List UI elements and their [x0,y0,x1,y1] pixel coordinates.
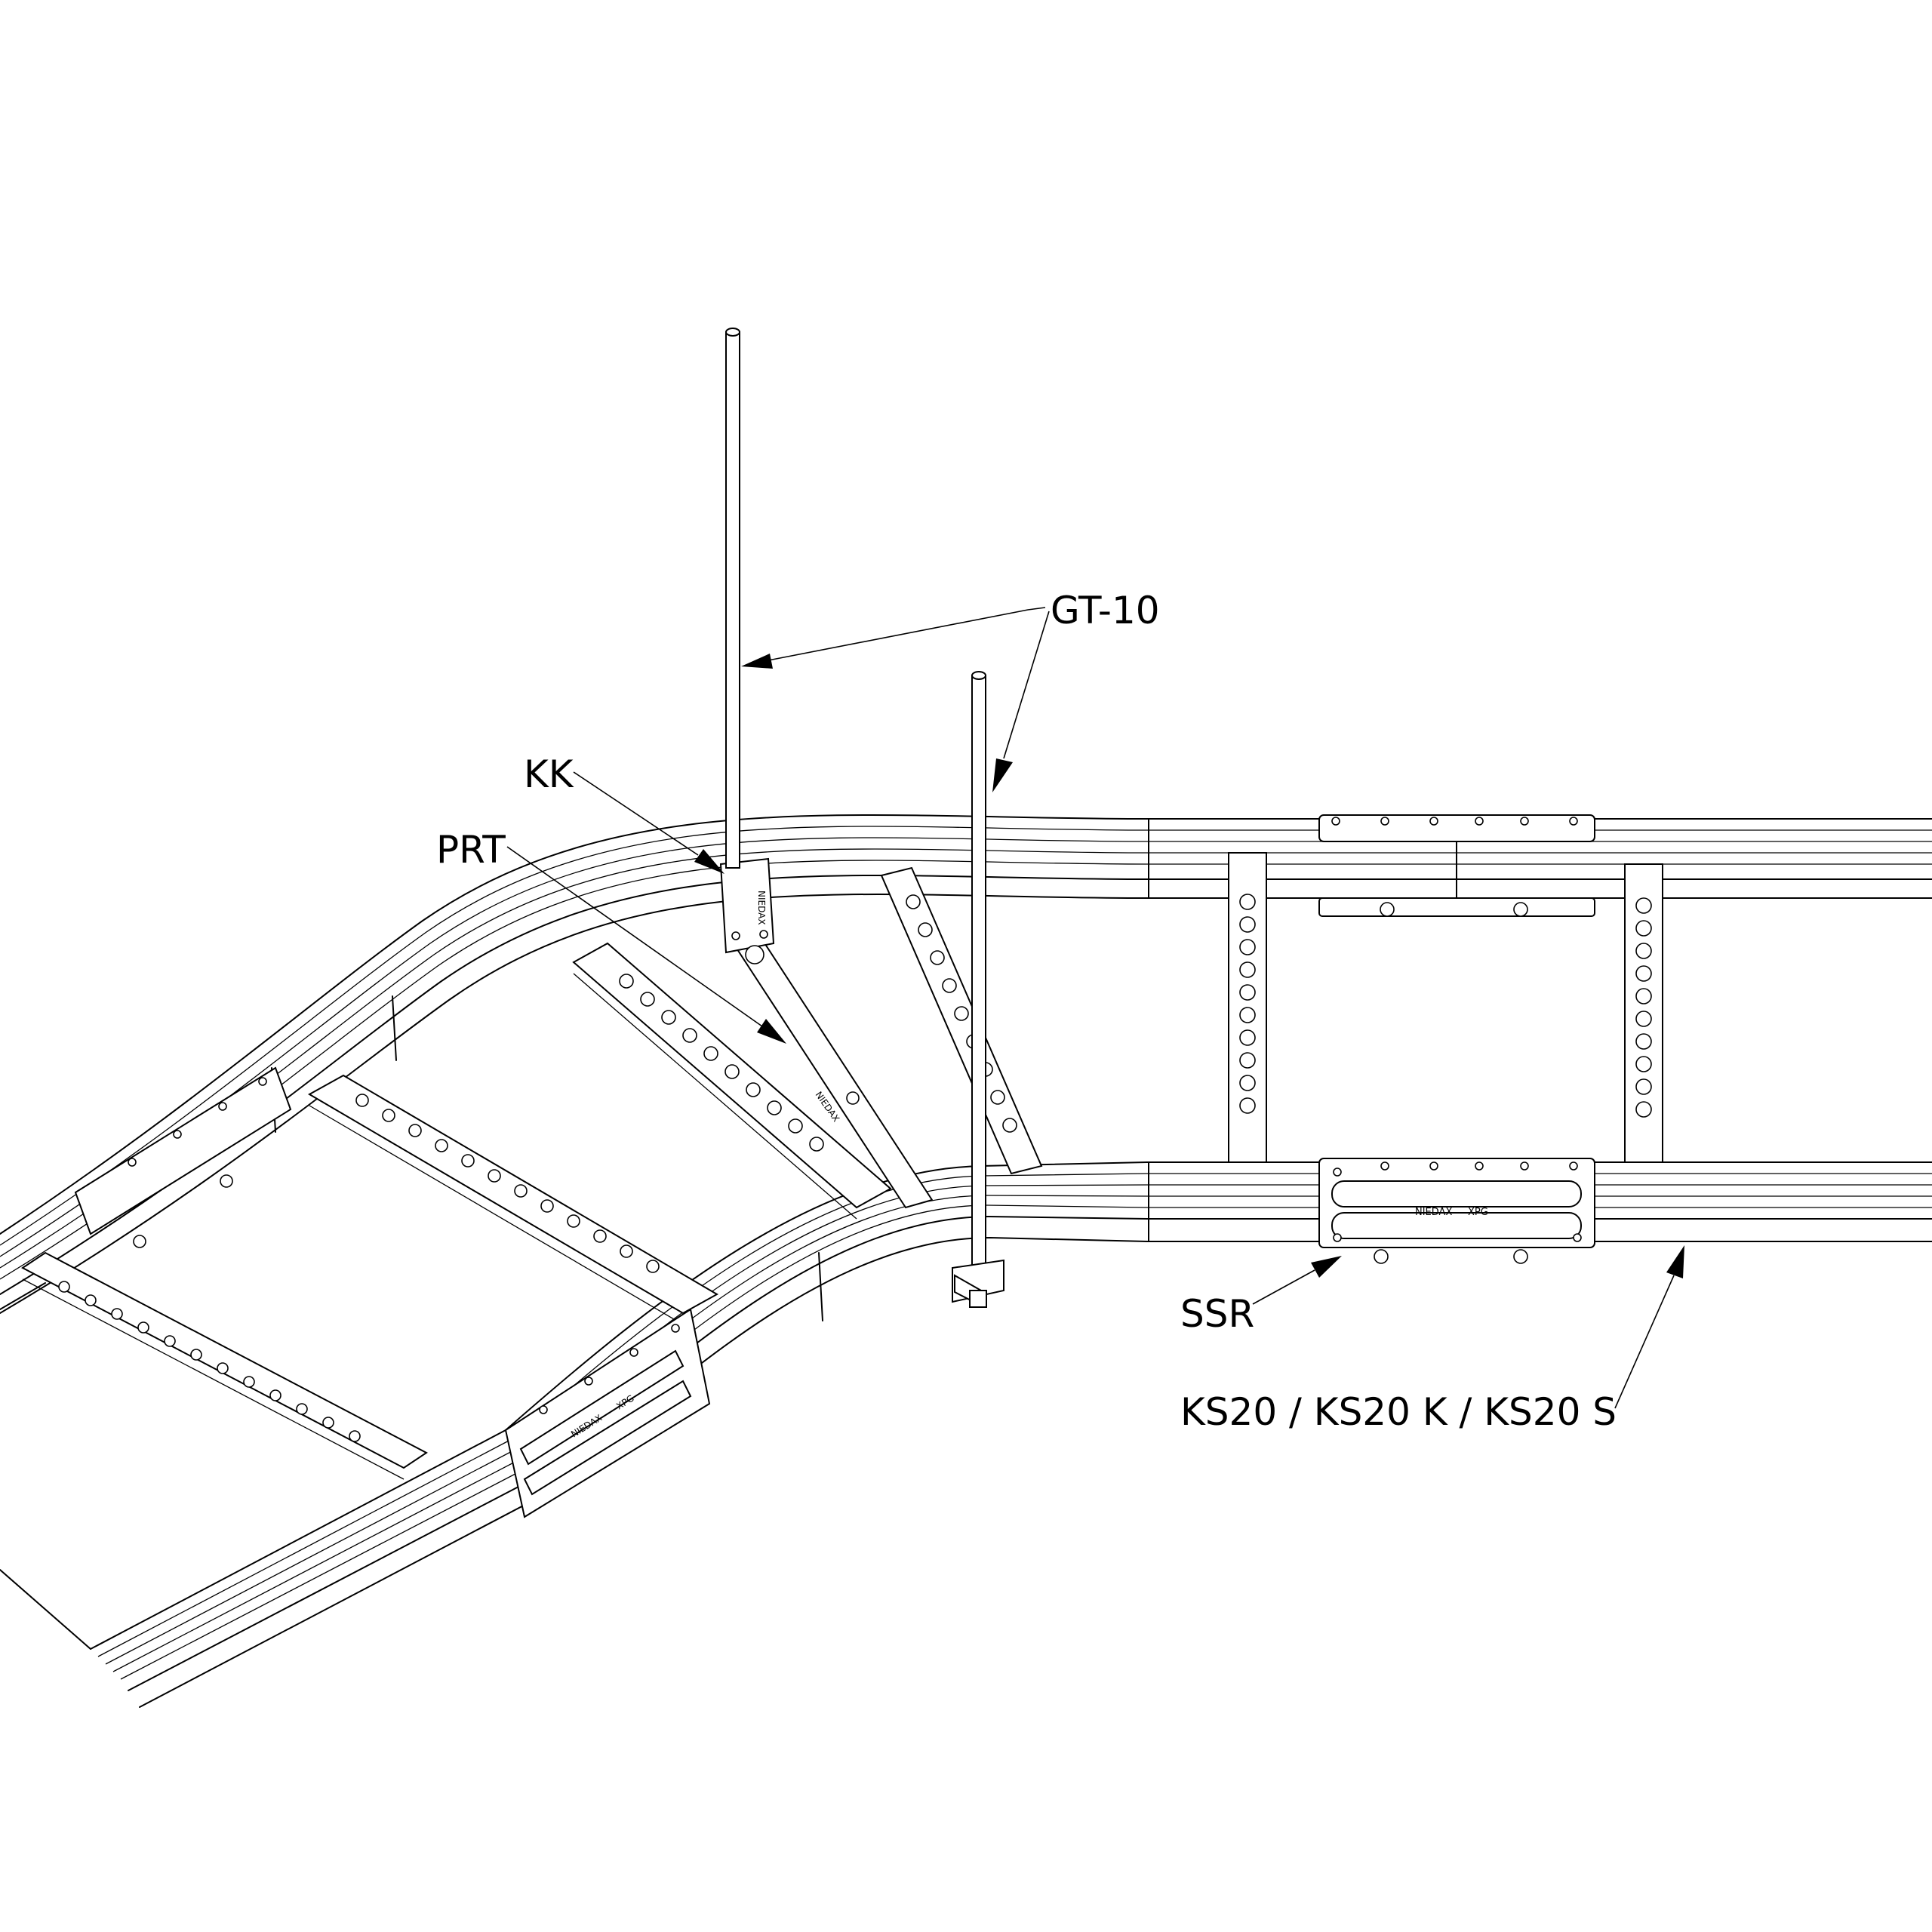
splice-plate-left-inner: NIEDAX XPG [504,1308,711,1518]
rung-1 [21,1251,428,1480]
callout-ssr: SSR [1180,1256,1342,1336]
kk-rail-clamp: NIEDAX [719,857,775,964]
threaded-rod-left [725,328,740,869]
callout-kk: KK [524,752,724,874]
rung-4 [880,866,1043,1175]
threaded-rod-right [952,671,1004,1308]
callout-gt10: GT-10 [741,589,1160,792]
ssr-splice-plate-bottom: NIEDAX XPG [1318,1158,1595,1264]
rung-5 [1228,852,1267,1163]
rung-2 [307,1074,719,1325]
callout-prt: PRT [436,828,786,1044]
ssr-code-mark: XPG [1468,1207,1488,1218]
callout-ssr-label: SSR [1180,1292,1254,1336]
callout-prt-label: PRT [436,828,506,872]
section-cut-line [0,1569,91,1650]
kk-brand-mark: NIEDAX [756,891,767,925]
splice-plate-top [1318,814,1595,917]
callout-gt10-label: GT-10 [1051,589,1160,632]
callout-ks20-label: KS20 / KS20 K / KS20 S [1180,1390,1617,1434]
rung-6 [1624,863,1663,1163]
callout-kk-label: KK [524,752,574,796]
splice-plate-left-outer [74,1066,292,1248]
ssr-brand-mark: NIEDAX [1415,1207,1452,1218]
rung-3 [572,942,892,1220]
callout-ks20: KS20 / KS20 K / KS20 S [1180,1245,1684,1434]
section-cut-line-outer [0,1282,46,1310]
